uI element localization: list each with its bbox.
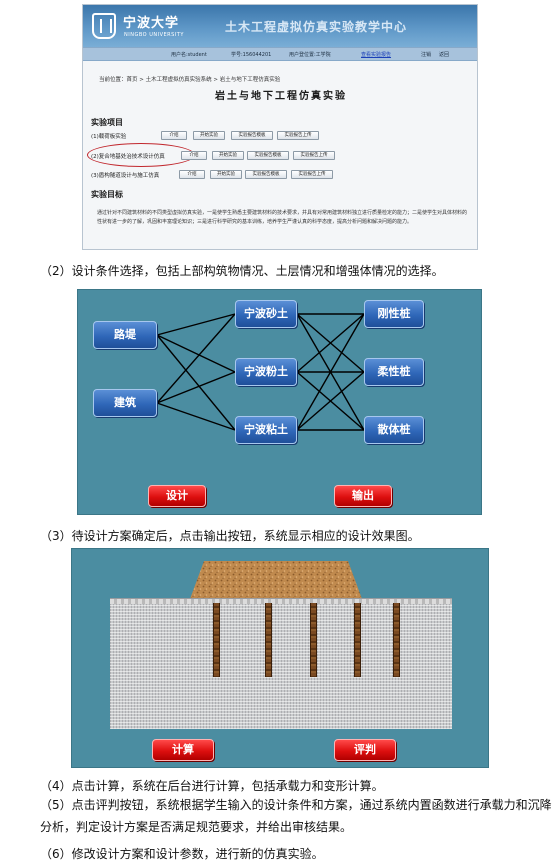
university-logo-text: 宁波大学 <box>123 16 180 31</box>
condition-node-building[interactable]: 建筑 <box>93 389 157 417</box>
university-emblem-icon <box>92 13 116 39</box>
goal-paragraph: 通过针对不同建筑材料的不同类型虚拟仿真实验，一是使学生熟悉主要建筑材料的技术要求… <box>97 210 468 225</box>
report-template-button[interactable]: 实验报告模板 <box>231 131 273 140</box>
report-upload-button[interactable]: 实验报告上传 <box>293 151 335 160</box>
cushion-layer <box>110 599 452 604</box>
caption-step-5: （5）点击评判按钮，系统根据学生输入的设计条件和方案，通过系统内置函数进行承载力… <box>40 798 552 834</box>
start-experiment-button[interactable]: 开始实验 <box>210 170 242 179</box>
username-label: 用户名:student <box>171 52 207 58</box>
site-banner: 宁波大学 NINGBO UNIVERSITY 土木工程虚拟仿真实验教学中心 <box>83 5 477 47</box>
design-result-panel: 计算 评判 <box>71 548 489 768</box>
page-title: 岩土与地下工程仿真实验 <box>215 91 347 102</box>
logout-link[interactable]: 注销 <box>421 52 432 58</box>
intro-button[interactable]: 介绍 <box>179 170 205 179</box>
soil-layer-graphic <box>110 598 452 729</box>
output-button[interactable]: 输出 <box>334 485 392 507</box>
soil-node-silt[interactable]: 宁波粉土 <box>235 358 297 386</box>
experiment-name: (2)复合地基处治技术设计仿真 <box>91 154 165 160</box>
caption-step-6: （6）修改设计方案和设计参数，进行新的仿真实验。 <box>40 847 324 861</box>
caption-step-2: （2）设计条件选择，包括上部构筑物情况、土层情况和增强体情况的选择。 <box>40 264 444 278</box>
report-upload-button[interactable]: 实验报告上传 <box>277 131 319 140</box>
intro-button[interactable]: 介绍 <box>181 151 207 160</box>
view-report-link[interactable]: 查看实验报告 <box>361 52 392 58</box>
pile-node-rigid[interactable]: 刚性桩 <box>364 300 424 328</box>
center-title: 土木工程虚拟仿真实验教学中心 <box>225 20 408 34</box>
pile <box>393 603 400 677</box>
section-heading-goal: 实验目标 <box>91 190 123 199</box>
start-experiment-button[interactable]: 开始实验 <box>193 131 225 140</box>
pile <box>310 603 317 677</box>
connection-lines <box>156 313 365 431</box>
report-template-button[interactable]: 实验报告模板 <box>245 170 287 179</box>
embankment-graphic <box>190 561 362 599</box>
breadcrumb: 当前位置：首页 > 土木工程虚拟仿真实验系统 > 岩土与地下工程仿真实验 <box>99 77 281 83</box>
pile-node-flexible[interactable]: 柔性桩 <box>364 358 424 386</box>
lab-website-screenshot: 宁波大学 NINGBO UNIVERSITY 土木工程虚拟仿真实验教学中心 用户… <box>82 4 478 250</box>
university-logo-en: NINGBO UNIVERSITY <box>124 32 184 38</box>
site-content: 当前位置：首页 > 土木工程虚拟仿真实验系统 > 岩土与地下工程仿真实验 岩土与… <box>83 61 477 249</box>
caption-step-3: （3）待设计方案确定后，点击输出按钮，系统显示相应的设计效果图。 <box>40 529 420 543</box>
user-bar: 用户名:student 学号:156044201 用户登位置:工学院 查看实验报… <box>83 47 477 61</box>
intro-button[interactable]: 介绍 <box>161 131 187 140</box>
report-upload-button[interactable]: 实验报告上传 <box>291 170 333 179</box>
pile <box>354 603 361 677</box>
pile <box>213 603 220 677</box>
caption-step-4: （4）点击计算，系统在后台进行计算，包括承载力和变形计算。 <box>40 779 384 793</box>
report-template-button[interactable]: 实验报告模板 <box>247 151 289 160</box>
student-id-label: 学号:156044201 <box>231 52 272 58</box>
condition-node-embankment[interactable]: 路堤 <box>93 321 157 349</box>
location-label: 用户登位置:工学院 <box>289 52 331 58</box>
pile <box>265 603 272 677</box>
design-button[interactable]: 设计 <box>148 485 206 507</box>
back-link[interactable]: 返回 <box>439 52 450 58</box>
start-experiment-button[interactable]: 开始实验 <box>212 151 244 160</box>
soil-node-clay[interactable]: 宁波粘土 <box>235 416 297 444</box>
evaluate-button[interactable]: 评判 <box>334 739 396 761</box>
design-selection-panel: 路堤 建筑 宁波砂土 宁波粉土 宁波粘土 刚性桩 柔性桩 散体桩 设计 输出 <box>77 289 482 515</box>
calculate-button[interactable]: 计算 <box>152 739 214 761</box>
section-heading-items: 实验项目 <box>91 118 123 127</box>
experiment-name: (3)盾构隧道设计与施工仿真 <box>91 173 160 179</box>
soil-node-sand[interactable]: 宁波砂土 <box>235 300 297 328</box>
experiment-name: (1)载荷板实验 <box>91 134 127 140</box>
pile-node-granular[interactable]: 散体桩 <box>364 416 424 444</box>
